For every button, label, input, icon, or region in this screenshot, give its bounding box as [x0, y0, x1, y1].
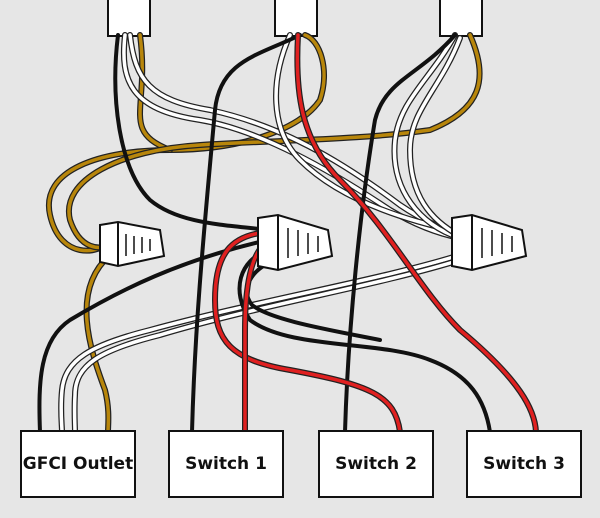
cable-entry-right [439, 0, 483, 37]
switch-2-label: Switch 2 [335, 454, 417, 474]
switch-3-box: Switch 3 [466, 430, 582, 498]
wire-nut-left [99, 220, 166, 268]
wire-nut-right [451, 213, 528, 272]
hot-wires [37, 33, 492, 434]
gfci-outlet-box: GFCI Outlet [20, 430, 136, 498]
switch-2-box: Switch 2 [318, 430, 434, 498]
wire-nut-center [257, 213, 334, 272]
ground-wires [45, 32, 483, 435]
red-wires [211, 32, 539, 435]
switch-1-label: Switch 1 [185, 454, 267, 474]
switch-3-label: Switch 3 [483, 454, 565, 474]
switch-1-box: Switch 1 [168, 430, 284, 498]
cable-entry-center [274, 0, 318, 37]
neutral-wires [58, 32, 463, 435]
gfci-outlet-label: GFCI Outlet [22, 454, 134, 474]
cable-entry-left [107, 0, 151, 37]
